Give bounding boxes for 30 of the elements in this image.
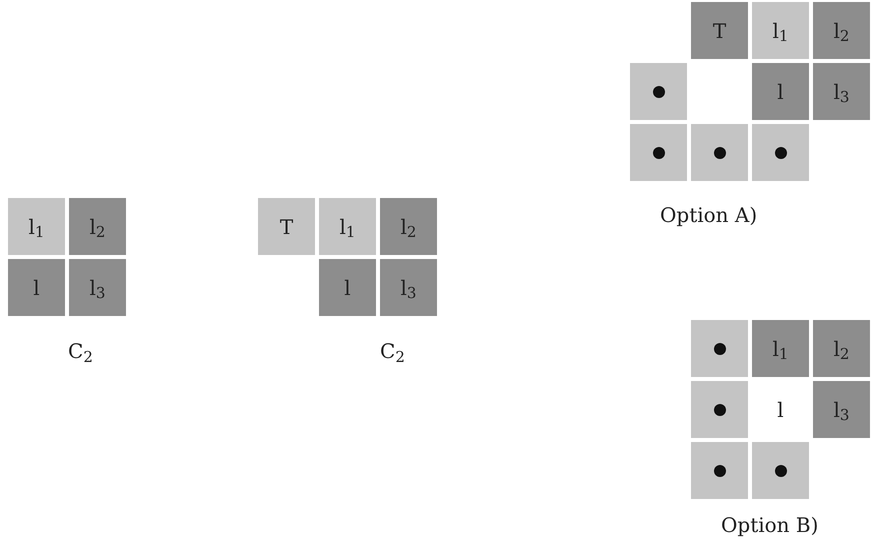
grid-cell (691, 442, 748, 499)
grid-cell (630, 63, 687, 120)
grid-cell: l$_{2}$ (69, 198, 126, 255)
caption: C$_{2}$ (68, 338, 93, 366)
grid-cell: l$_{3}$ (380, 259, 437, 316)
cell-letter: l (752, 381, 809, 438)
grid-cell: l (319, 259, 376, 316)
grid-cell (630, 124, 687, 181)
grid-cell: l$_{3}$ (813, 63, 870, 120)
grid-cell: l$_{1}$ (319, 198, 376, 255)
grid-cell: l (752, 63, 809, 120)
grid-cell (691, 381, 748, 438)
grid-cell: l$_{2}$ (380, 198, 437, 255)
caption: Option B) (721, 512, 818, 539)
grid-cell: l$_{3}$ (813, 381, 870, 438)
caption: Option A) (660, 202, 758, 229)
grid-cell: T (691, 2, 748, 59)
grid-cell: l$_{1}$ (8, 198, 65, 255)
grid-cell (691, 124, 748, 181)
grid-cell (691, 320, 748, 377)
grid-cell: T (258, 198, 315, 255)
grid-cell: l$_{3}$ (69, 259, 126, 316)
grid-cell (752, 442, 809, 499)
grid-cell: l$_{1}$ (752, 320, 809, 377)
grid-cell: l$_{2}$ (813, 2, 870, 59)
grid-cell (752, 124, 809, 181)
caption: C$_{2}$ (380, 338, 405, 366)
grid-cell: l$_{1}$ (752, 2, 809, 59)
grid-cell: l (8, 259, 65, 316)
grid-cell: l$_{2}$ (813, 320, 870, 377)
